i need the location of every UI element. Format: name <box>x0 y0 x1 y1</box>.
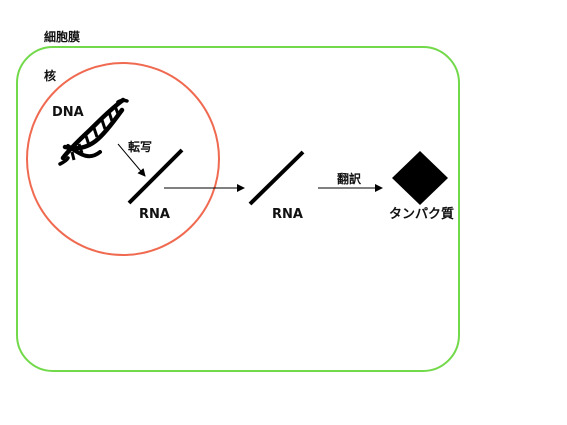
transcription-arrow <box>117 143 146 177</box>
rna-label-nucleus: RNA <box>139 207 170 222</box>
nucleus-label: 核 <box>44 68 56 83</box>
nucleus-outline <box>26 62 220 256</box>
protein-label: タンパク質 <box>389 206 454 222</box>
rna-label-cytoplasm: RNA <box>272 207 303 222</box>
dna-helix-icon <box>58 97 129 166</box>
transcription-label: 転写 <box>128 139 152 154</box>
dna-label: DNA <box>52 105 84 120</box>
protein-diamond-icon <box>392 151 448 205</box>
translation-label: 翻訳 <box>337 171 362 186</box>
cell-membrane-outline <box>16 46 460 372</box>
rna-strand-cytoplasm <box>248 150 305 206</box>
cell-membrane-label: 細胞膜 <box>44 29 80 44</box>
rna-strand-nucleus <box>127 148 184 205</box>
